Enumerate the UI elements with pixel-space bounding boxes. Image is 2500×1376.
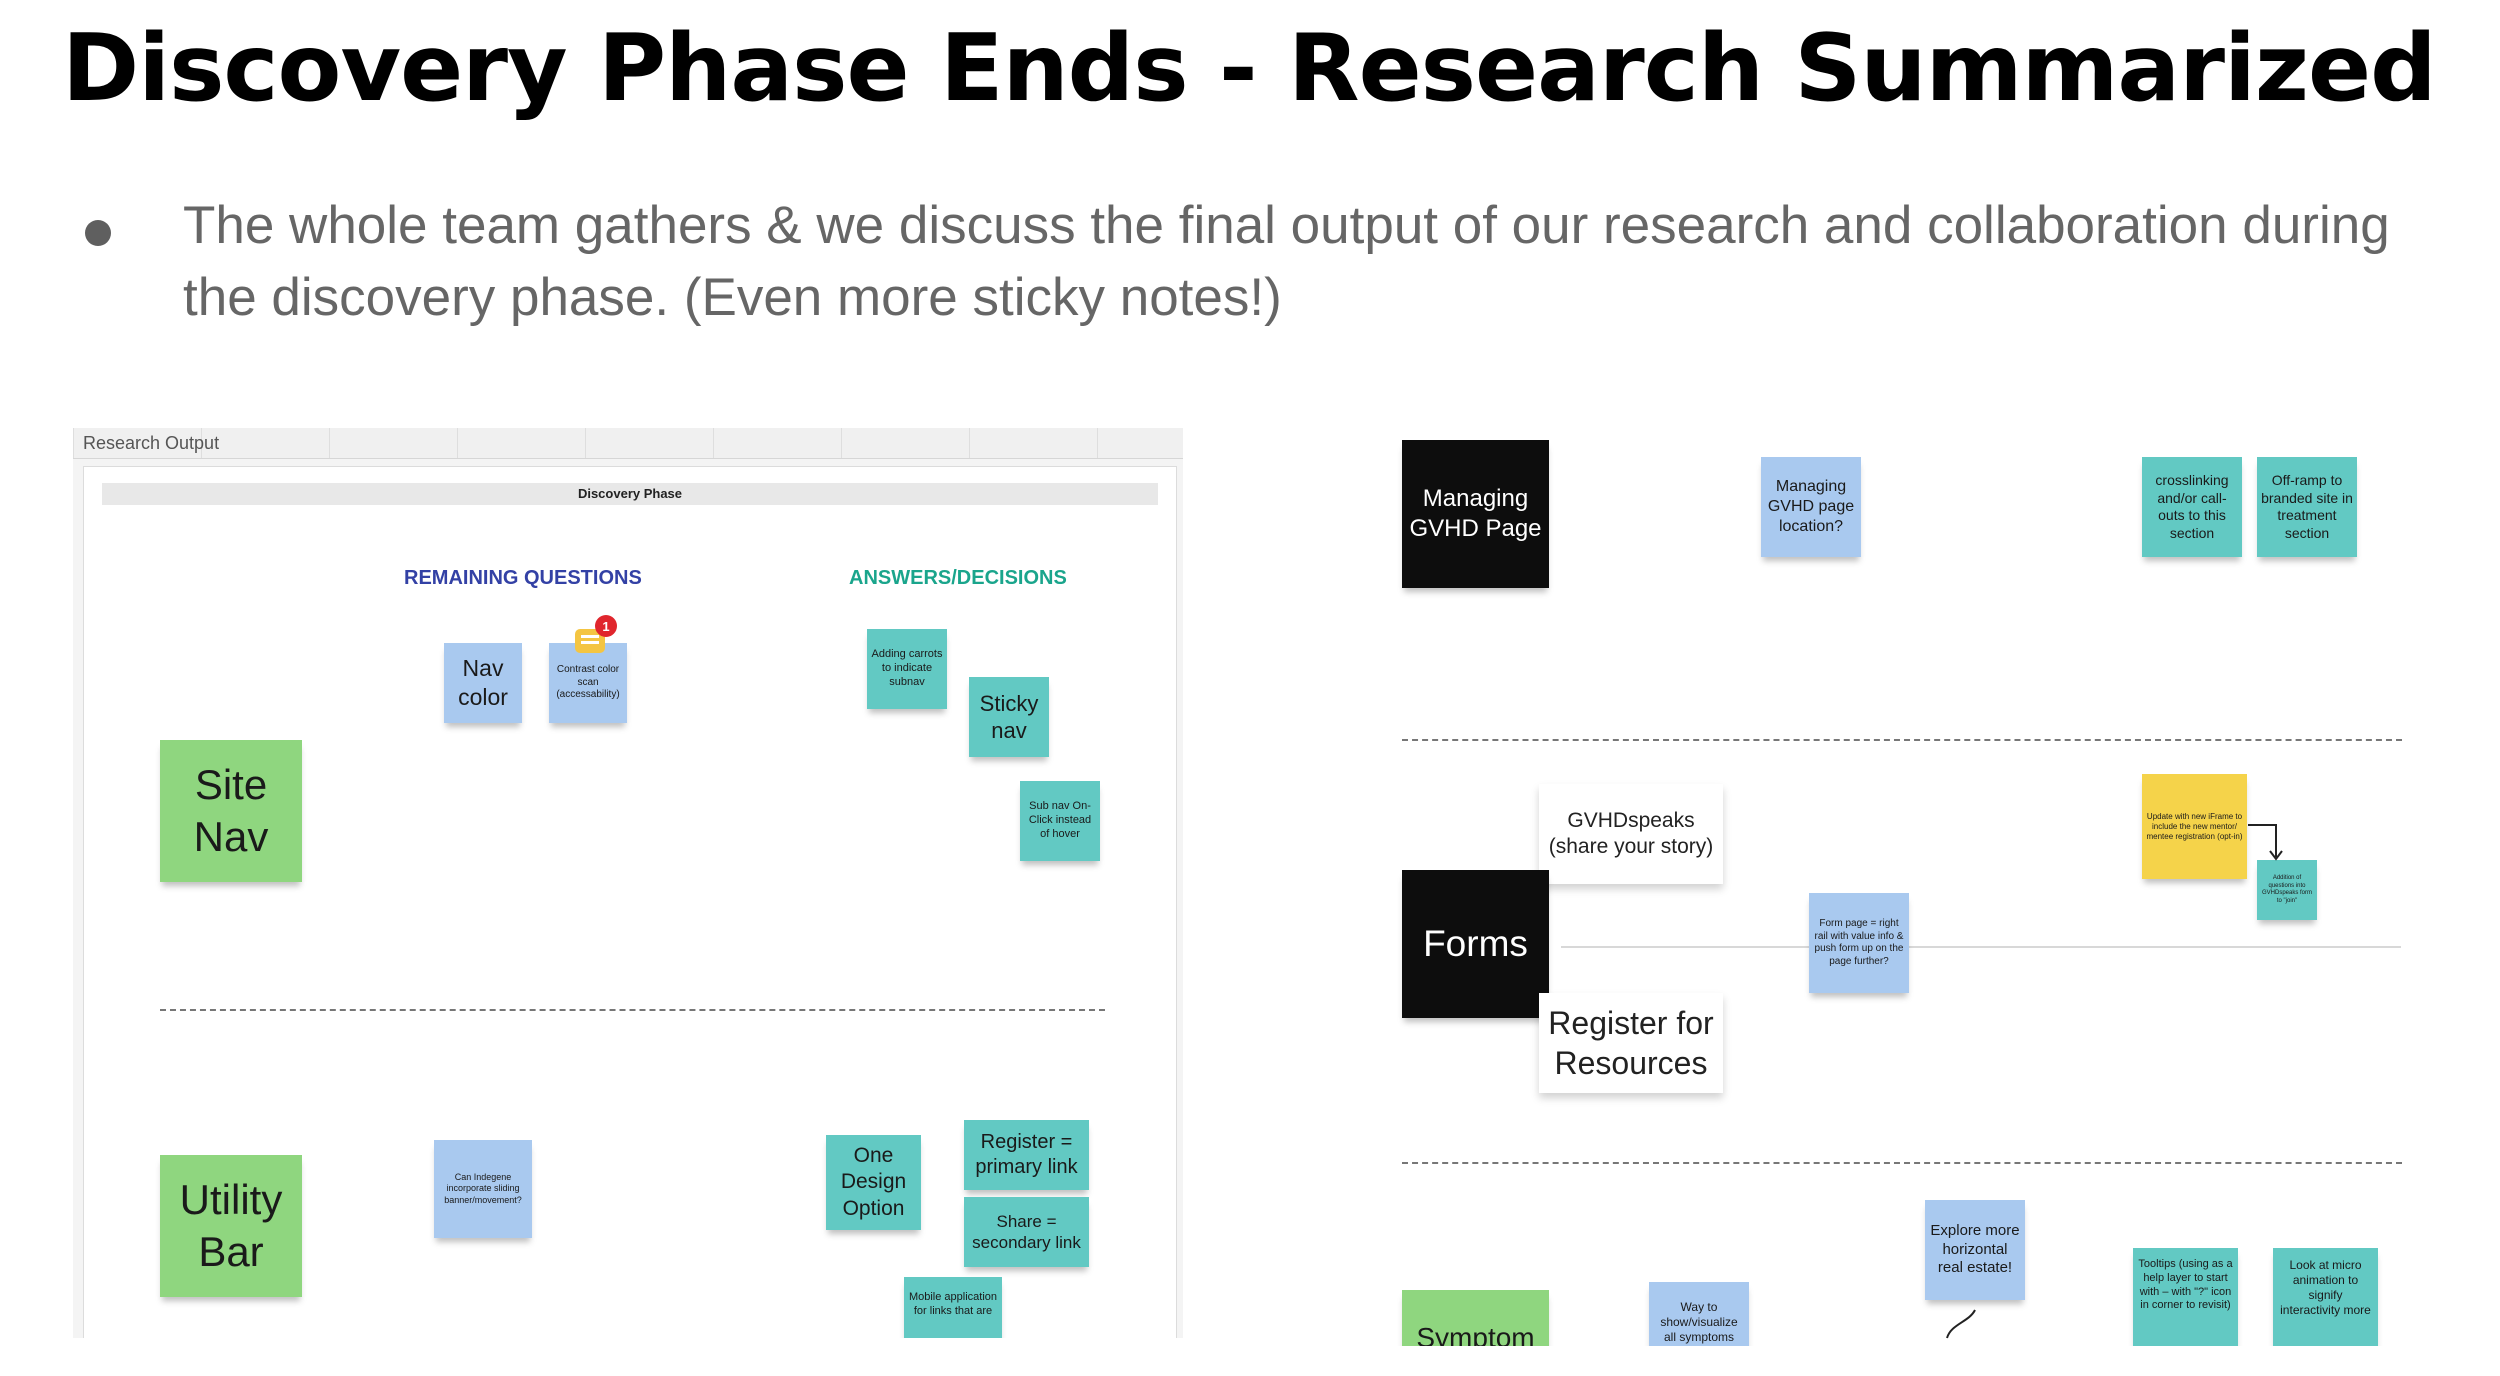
sticky-tooltips[interactable]: Tooltips (using as a help layer to start… (2133, 1248, 2238, 1346)
sticky-nav-color[interactable]: Nav color (444, 643, 522, 723)
sticky-crosslinking[interactable]: crosslinking and/or call-outs to this se… (2142, 457, 2242, 557)
bullet-text: The whole team gathers & we discuss the … (183, 196, 2390, 327)
discovery-board-right: Managing GVHD Page Managing GVHD page lo… (1336, 428, 2421, 1346)
sticky-gvhdspeaks[interactable]: GVHDspeaks (share your story) (1539, 784, 1723, 884)
connector-line-icon (1946, 1309, 1976, 1339)
sticky-utility-bar[interactable]: Utility Bar (160, 1155, 302, 1297)
sticky-register-resources[interactable]: Register for Resources (1539, 993, 1723, 1093)
sticky-explore-horizontal[interactable]: Explore more horizontal real estate! (1925, 1200, 2025, 1300)
sticky-off-ramp[interactable]: Off-ramp to branded site in treatment se… (2257, 457, 2357, 557)
connector-arrow-icon (2248, 824, 2283, 861)
row-line (1561, 946, 2401, 948)
sticky-site-nav[interactable]: Site Nav (160, 740, 302, 882)
sticky-managing-gvhd-page[interactable]: Managing GVHD Page (1402, 440, 1549, 588)
section-divider (160, 1009, 1105, 1011)
sticky-addition-questions[interactable]: Addition of questions into GVHDspeaks fo… (2257, 860, 2317, 920)
bullet-dot-icon (85, 220, 111, 246)
sticky-form-page[interactable]: Form page = right rail with value info &… (1809, 893, 1909, 993)
sticky-update-iframe[interactable]: Update with new iFrame to include the ne… (2142, 774, 2247, 879)
board-tab-label[interactable]: Research Output (83, 433, 220, 453)
sticky-way-to-show[interactable]: Way to show/visualize all symptoms (1649, 1282, 1749, 1346)
slide-title: Discovery Phase Ends - Research Summariz… (62, 14, 2437, 122)
sticky-sticky-nav[interactable]: Sticky nav (969, 677, 1049, 757)
sticky-managing-page-location[interactable]: Managing GVHD page location? (1761, 457, 1861, 557)
sticky-symptom[interactable]: Symptom (1402, 1290, 1549, 1346)
sticky-sub-nav[interactable]: Sub nav On-Click instead of hover (1020, 781, 1100, 861)
phase-bar: Discovery Phase (102, 483, 1158, 505)
sticky-forms[interactable]: Forms (1402, 870, 1549, 1018)
section-divider (1402, 1162, 2402, 1164)
sticky-one-design[interactable]: One Design Option (826, 1135, 921, 1230)
sticky-micro-animation[interactable]: Look at micro animation to signify inter… (2273, 1248, 2378, 1346)
remaining-questions-heading: REMAINING QUESTIONS (404, 567, 642, 589)
board-canvas: Discovery Phase REMAINING QUESTIONS ANSW… (83, 466, 1177, 1338)
comment-count-badge: 1 (595, 615, 617, 637)
section-divider (1402, 739, 2402, 741)
sticky-register-primary[interactable]: Register = primary link (964, 1120, 1089, 1190)
sticky-indegene-banner[interactable]: Can Indegene incorporate sliding banner/… (434, 1140, 532, 1238)
board-tab-bar: Research Output (73, 428, 1183, 459)
sticky-contrast-scan[interactable]: Contrast color scan (accessability) (549, 643, 627, 723)
sticky-adding-carrots[interactable]: Adding carrots to indicate subnav (867, 629, 947, 709)
answers-decisions-heading: ANSWERS/DECISIONS (849, 567, 1067, 589)
research-output-board: Research Output Discovery Phase REMAININ… (73, 428, 1183, 1338)
sticky-share-secondary[interactable]: Share = secondary link (964, 1197, 1089, 1267)
sticky-mobile-application[interactable]: Mobile application for links that are (904, 1277, 1002, 1338)
